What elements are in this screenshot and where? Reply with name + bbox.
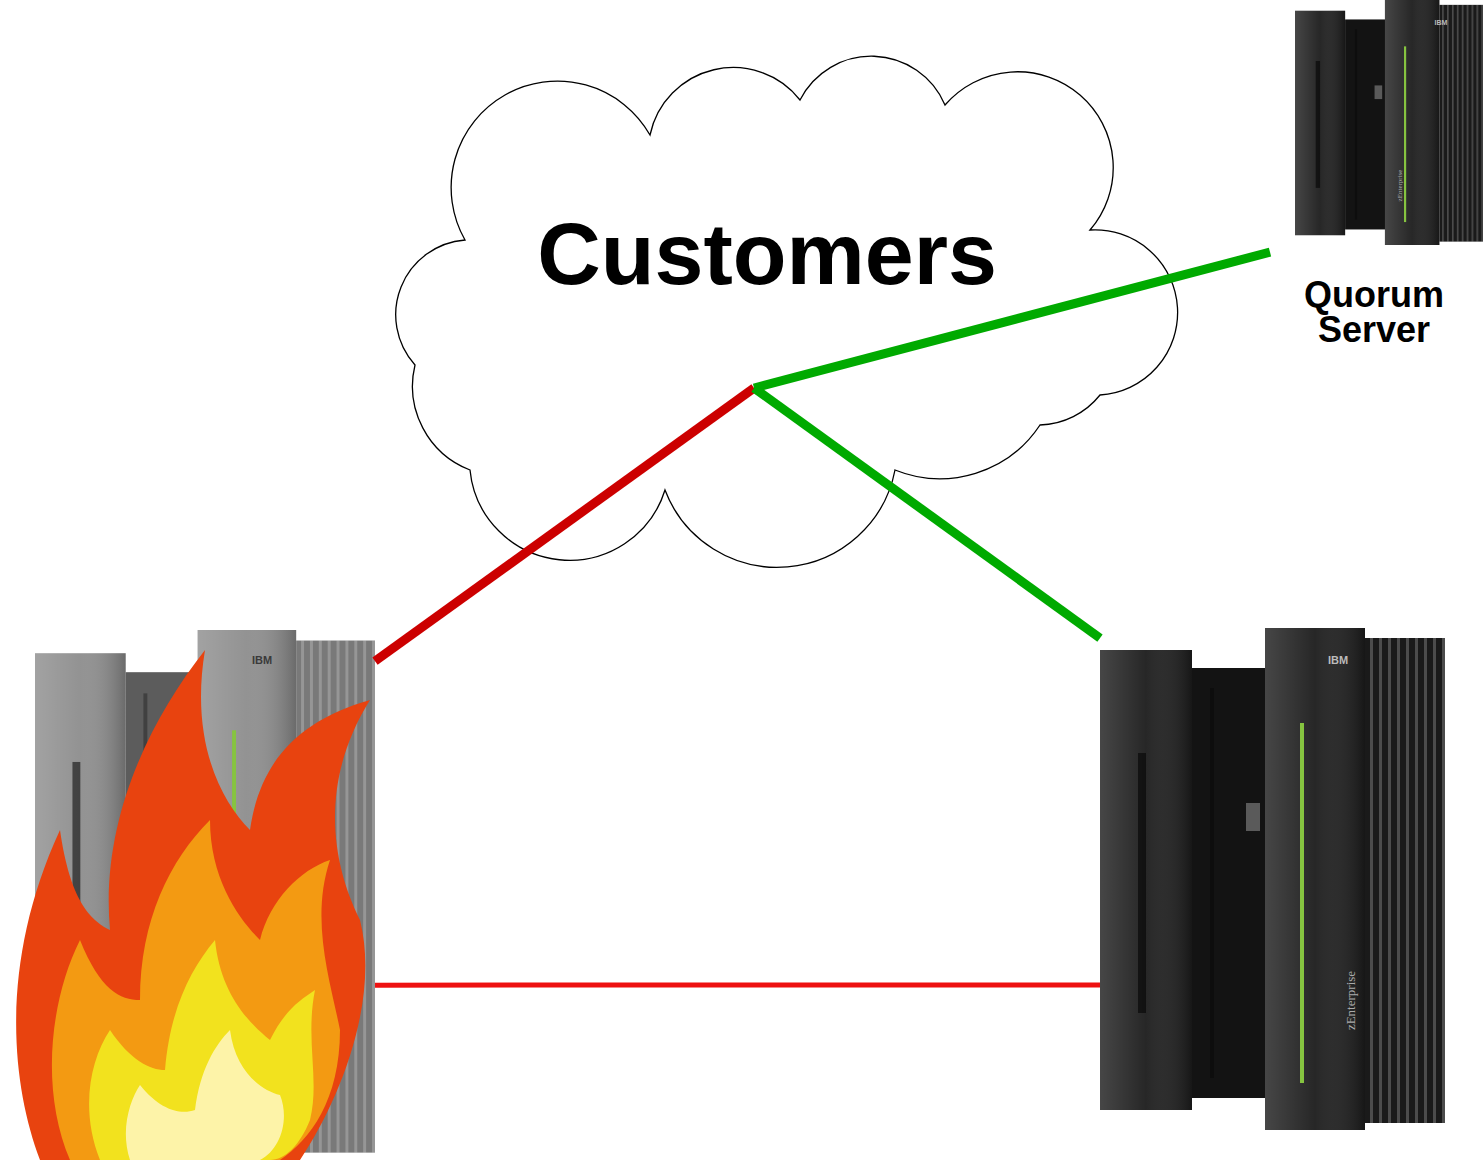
network-link (375, 388, 754, 661)
model-name: zEnterprise (1398, 169, 1405, 201)
fire (16, 650, 370, 1160)
brand-logo: IBM (1435, 19, 1448, 26)
cloud-label: Customers (497, 203, 1037, 304)
cloud-node: Customers (497, 195, 1037, 388)
server-node: Quorum Server (1270, 5, 1478, 355)
server-node (35, 630, 375, 1150)
brand-logo: IBM (252, 655, 272, 666)
brand-logo: IBM (1328, 655, 1348, 666)
surviving-mainframe (1100, 628, 1445, 1130)
server-label: Quorum Server (1270, 277, 1478, 348)
network-link (375, 982, 1100, 987)
quorum-mainframe (1295, 0, 1483, 245)
network-link (754, 388, 1100, 638)
server-node (1100, 628, 1445, 1130)
model-name: zEnterprise (1344, 970, 1357, 1029)
